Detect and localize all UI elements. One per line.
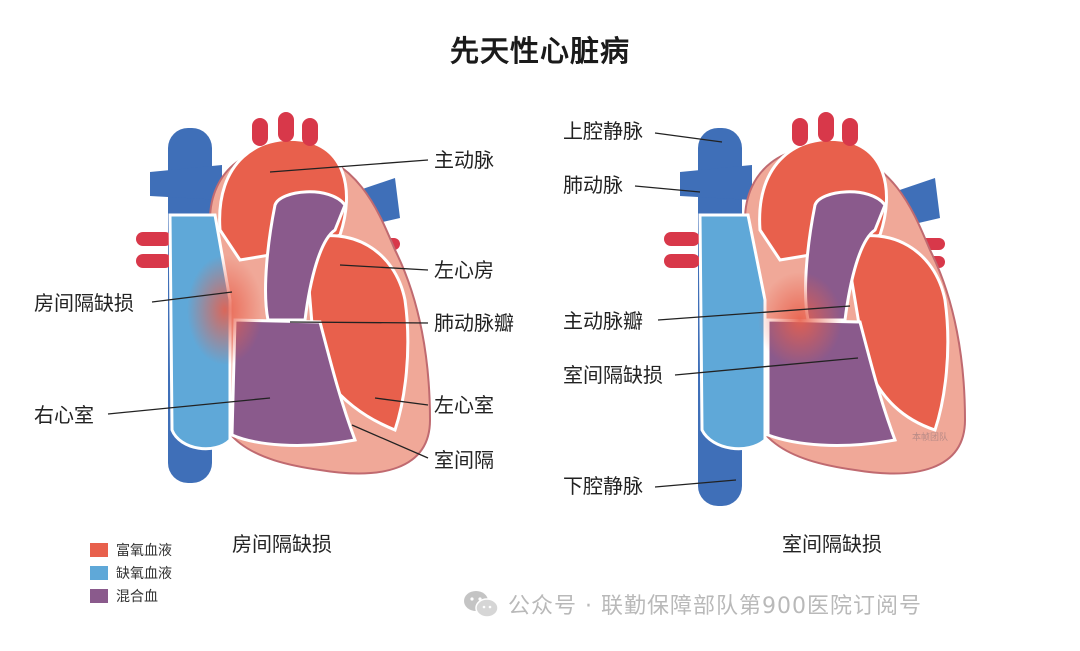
legend-swatch-mixed	[90, 589, 108, 603]
right-left-chambers	[843, 234, 950, 432]
right-pulmonary-branch	[680, 165, 752, 200]
legend-label-oxygenated: 富氧血液	[116, 542, 172, 559]
watermark-text: 公众号 · 联勤保障部队第900医院订阅号	[508, 594, 922, 619]
label-svc: 上腔静脉	[563, 119, 643, 143]
legend: 富氧血液 缺氧血液 混合血	[90, 542, 172, 605]
label-left-ventricle: 左心室	[434, 393, 494, 417]
label-septum: 室间隔	[434, 448, 494, 472]
artist-mark: 本帧团队	[912, 431, 948, 443]
label-ivc: 下腔静脉	[563, 474, 643, 498]
label-aorta: 主动脉	[434, 148, 494, 172]
legend-label-deoxygenated: 缺氧血液	[116, 566, 172, 582]
label-vsd: 室间隔缺损	[563, 363, 663, 387]
right-labels: 上腔静脉 肺动脉 主动脉瓣 室间隔缺损 下腔静脉 室间隔缺损	[563, 119, 882, 556]
label-aortic-valve: 主动脉瓣	[563, 309, 643, 333]
left-asd-mixing	[187, 255, 263, 365]
left-mixed-ventricle	[230, 318, 358, 447]
label-right-ventricle: 右心室	[34, 403, 94, 427]
right-caption: 室间隔缺损	[782, 532, 882, 556]
watermark: 公众号 · 联勤保障部队第900医院订阅号	[462, 588, 922, 620]
label-pulmonary-valve: 肺动脉瓣	[434, 311, 514, 335]
left-caption: 房间隔缺损	[232, 532, 332, 556]
legend-label-mixed: 混合血	[116, 589, 158, 605]
wechat-icon	[464, 591, 499, 618]
right-vsd-mixing	[758, 272, 842, 368]
left-aorta-branches	[252, 112, 318, 146]
right-right-chambers	[698, 213, 767, 451]
left-pulmonary-branch	[150, 165, 222, 200]
left-labels: 主动脉 左心房 房间隔缺损 肺动脉瓣 右心室 左心室 室间隔 房间隔缺损	[34, 148, 514, 556]
left-pulmonary-trunk	[264, 190, 347, 322]
page-title: 先天性心脏病	[449, 34, 630, 68]
right-heart: 本帧团队	[664, 112, 967, 506]
left-heart	[136, 112, 432, 483]
label-left-atrium: 左心房	[434, 258, 494, 282]
legend-swatch-oxygenated	[90, 543, 108, 557]
legend-swatch-deoxygenated	[90, 566, 108, 580]
label-asd: 房间隔缺损	[34, 291, 134, 315]
label-pulmonary-artery: 肺动脉	[563, 173, 623, 197]
right-aorta-branches	[792, 112, 858, 146]
